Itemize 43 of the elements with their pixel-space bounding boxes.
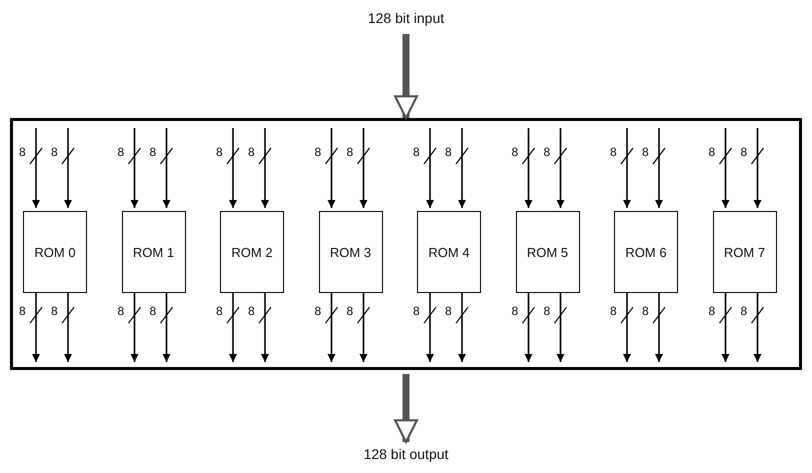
process-box: ROM 6 bbox=[614, 211, 678, 293]
edge-label: 8 bbox=[510, 146, 520, 158]
edge-label: 8 bbox=[148, 146, 158, 158]
edge-label: 8 bbox=[542, 305, 552, 318]
edge-label: 8 bbox=[641, 305, 650, 318]
edge-label: 8 bbox=[444, 146, 453, 158]
edge-label: 8 bbox=[50, 146, 59, 158]
edge-label: 8 bbox=[708, 305, 716, 318]
edge-label: 8 bbox=[641, 146, 650, 158]
edge-label: 8 bbox=[247, 305, 256, 318]
module-frame bbox=[10, 118, 802, 370]
edge-label: 8 bbox=[116, 305, 126, 318]
process-box: ROM 0 bbox=[23, 211, 87, 293]
process-box: ROM 5 bbox=[516, 211, 580, 293]
edge-label: 8 bbox=[314, 146, 322, 158]
process-box: ROM 7 bbox=[712, 211, 776, 293]
edge-label: 8 bbox=[510, 305, 520, 318]
edge-label: 8 bbox=[148, 305, 158, 318]
edge-label: 8 bbox=[708, 146, 716, 158]
edge-label: 8 bbox=[412, 305, 421, 318]
edge-label: 8 bbox=[18, 305, 27, 318]
process-box: ROM 4 bbox=[417, 211, 481, 293]
edge-label: 8 bbox=[346, 146, 354, 158]
edge-label: 8 bbox=[609, 305, 618, 318]
process-box: ROM 1 bbox=[122, 211, 186, 293]
edge-label: 8 bbox=[215, 305, 224, 318]
edge-label: 8 bbox=[116, 146, 126, 158]
edge-label: 8 bbox=[215, 146, 224, 158]
process-box: ROM 2 bbox=[220, 211, 284, 293]
edge-label: 8 bbox=[247, 146, 256, 158]
edge-label: 8 bbox=[609, 146, 618, 158]
edge-label: 8 bbox=[740, 305, 748, 318]
io-label: 128 bit input bbox=[336, 6, 476, 30]
process-box: ROM 3 bbox=[318, 211, 382, 293]
edge-label: 8 bbox=[346, 305, 354, 318]
edge-label: 8 bbox=[412, 146, 421, 158]
edge-label: 8 bbox=[50, 305, 59, 318]
edge-label: 8 bbox=[444, 305, 453, 318]
edge-label: 8 bbox=[18, 146, 27, 158]
io-label: 128 bit output bbox=[336, 442, 476, 466]
edge-label: 8 bbox=[542, 146, 552, 158]
edge-label: 8 bbox=[314, 305, 322, 318]
edge-label: 8 bbox=[740, 146, 748, 158]
